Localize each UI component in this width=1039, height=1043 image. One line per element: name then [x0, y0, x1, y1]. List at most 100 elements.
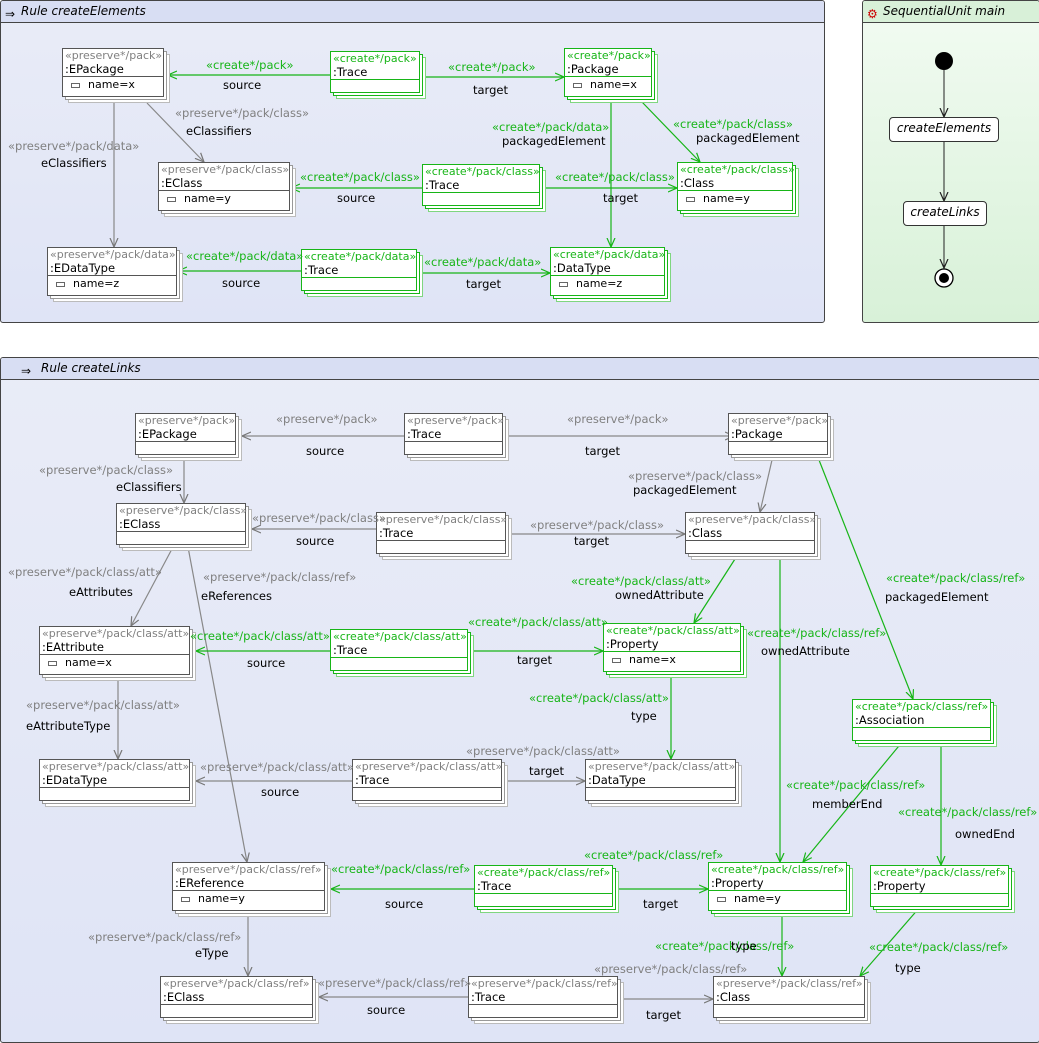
node-stereotype: «preserve*/pack/class/att» — [42, 760, 190, 773]
node-type-name: :Trace — [331, 643, 467, 658]
node-b-tr6[interactable]: «preserve*/pack/class/ref»:Trace — [468, 976, 618, 1018]
unit-action-create-links[interactable]: createLinks — [903, 201, 987, 226]
node-attribute: name=y — [709, 891, 846, 907]
node-type-name: :Package — [729, 427, 827, 442]
node-type-name: :Trace — [405, 427, 502, 442]
edge-role-label: target — [574, 534, 609, 548]
node-a-tr3[interactable]: «create*/pack/data»:Trace — [301, 249, 417, 291]
node-b-pkg[interactable]: «preserve*/pack»:Package — [728, 413, 828, 455]
node-b-tr1[interactable]: «preserve*/pack»:Trace — [404, 413, 504, 455]
edge-stereotype-label: «create*/pack/class/att» — [571, 574, 711, 588]
edge-eclassifiers[interactable] — [147, 103, 204, 162]
edge-stereotype-label: «create*/pack/class/ref» — [331, 862, 471, 876]
sequential-unit-panel: ⚙SequentialUnit main — [862, 0, 1039, 323]
edge-packagedelement[interactable] — [642, 102, 700, 162]
rule-title: Rule createLinks — [41, 361, 141, 375]
edge-packagedelement[interactable] — [760, 460, 772, 512]
node-stereotype: «preserve*/pack/class/ref» — [163, 977, 310, 990]
node-b-prop3[interactable]: «create*/pack/class/ref»:Property — [870, 865, 1009, 907]
edge-stereotype-label: «preserve*/pack/class/att» — [8, 565, 162, 579]
edge-role-label: eType — [195, 946, 229, 960]
edge-ownedattribute[interactable] — [694, 559, 735, 623]
edge-stereotype-label: «preserve*/pack/class/att» — [200, 760, 354, 774]
edge-ereferences[interactable] — [187, 546, 247, 862]
node-type-name: :EClass — [161, 990, 312, 1005]
edge-role-label: ownedEnd — [955, 827, 1015, 841]
node-stereotype: «preserve*/pack» — [65, 49, 163, 62]
rule-header[interactable]: ⇒Rule createElements — [1, 1, 824, 23]
node-attribute: name=x — [565, 77, 651, 93]
node-type-name: :DataType — [551, 261, 664, 276]
node-b-cls[interactable]: «preserve*/pack/class»:Class — [685, 512, 817, 554]
edge-stereotype-label: «preserve*/pack/class» — [39, 463, 173, 477]
node-b-tr2[interactable]: «preserve*/pack/class»:Trace — [376, 512, 507, 554]
edge-eattributes[interactable] — [131, 546, 174, 626]
edge-stereotype-label: «create*/pack/data» — [424, 255, 542, 269]
edge-role-label: eAttributes — [69, 585, 133, 599]
node-stereotype: «create*/pack/data» — [304, 250, 417, 263]
edge-role-label: source — [337, 191, 376, 205]
node-b-tr4[interactable]: «preserve*/pack/class/att»:Trace — [352, 759, 502, 801]
edge-role-label: source — [385, 897, 424, 911]
edge-stereotype-label: «preserve*/pack/class/ref» — [594, 962, 748, 976]
node-b-dt[interactable]: «preserve*/pack/class/att»:DataType — [585, 759, 736, 801]
edge-role-label: target — [529, 764, 564, 778]
node-b-ecl[interactable]: «preserve*/pack/class»:EClass — [116, 503, 247, 545]
edge-role-label: ownedAttribute — [615, 588, 704, 602]
node-b-tr5[interactable]: «create*/pack/class/ref»:Trace — [474, 865, 613, 907]
node-attribute: name=y — [159, 191, 289, 207]
node-type-name: :Property — [871, 879, 1008, 894]
node-b-assoc[interactable]: «create*/pack/class/ref»:Association — [852, 699, 991, 741]
edge-role-label: target — [466, 277, 501, 291]
edge-stereotype-label: «preserve*/pack» — [276, 412, 378, 426]
node-type-name: :EClass — [117, 517, 245, 532]
node-b-epk[interactable]: «preserve*/pack»:EPackage — [135, 413, 236, 455]
node-type-name: :Property — [604, 637, 740, 652]
node-a-tr2[interactable]: «create*/pack/class»:Trace — [422, 164, 540, 206]
edge-role-label: target — [603, 191, 638, 205]
unit-icon: ⚙ — [867, 7, 878, 21]
edge-stereotype-label: «preserve*/pack/class/ref» — [318, 976, 472, 990]
edge-memberend[interactable] — [803, 740, 904, 862]
node-stereotype: «preserve*/pack/class» — [688, 513, 817, 526]
edge-role-label: eClassifiers — [116, 480, 182, 494]
unit-header[interactable]: ⚙SequentialUnit main — [863, 1, 1039, 23]
edge-packagedelement[interactable] — [819, 460, 913, 699]
edge-role-label: packagedElement — [885, 590, 989, 604]
edge-stereotype-label: «create*/pack/class/ref» — [655, 939, 795, 953]
node-type-name: :EDataType — [48, 261, 176, 276]
edge-type[interactable] — [860, 906, 921, 976]
node-stereotype: «create*/pack/class/att» — [333, 630, 467, 643]
node-stereotype: «create*/pack/class» — [680, 163, 795, 176]
node-attribute: name=y — [173, 891, 324, 907]
node-stereotype: «preserve*/pack/class/att» — [588, 760, 736, 773]
unit-action-create-elements[interactable]: createElements — [889, 117, 999, 142]
node-type-name: :Package — [565, 62, 651, 77]
node-stereotype: «preserve*/pack/class/att» — [42, 627, 190, 640]
rule-header[interactable]: ⇒Rule createLinks — [1, 358, 1039, 380]
edge-stereotype-label: «create*/pack/data» — [186, 249, 304, 263]
node-b-ecl2[interactable]: «preserve*/pack/class/ref»:EClass — [160, 976, 313, 1018]
node-a-tr1[interactable]: «create*/pack»:Trace — [330, 51, 420, 93]
edge-role-label: source — [367, 1003, 406, 1017]
node-type-name: :Trace — [469, 990, 617, 1005]
edge-role-label: packagedElement — [502, 134, 606, 148]
node-type-name: :Class — [714, 990, 864, 1005]
node-b-cls2[interactable]: «preserve*/pack/class/ref»:Class — [713, 976, 865, 1018]
node-stereotype: «create*/pack/class/att» — [606, 624, 740, 637]
edge-role-label: source — [223, 78, 262, 92]
unit-control-flow — [934, 52, 954, 288]
node-b-tr3[interactable]: «create*/pack/class/att»:Trace — [330, 629, 468, 671]
edge-stereotype-label: «create*/pack/class/att» — [529, 691, 669, 705]
node-b-edt[interactable]: «preserve*/pack/class/att»:EDataType — [39, 759, 190, 801]
